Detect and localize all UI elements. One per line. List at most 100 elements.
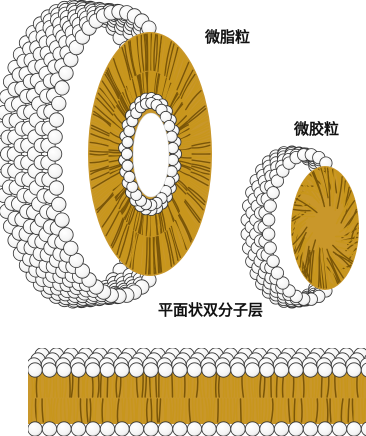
lipid-tail bbox=[113, 399, 114, 422]
lipid-tail bbox=[60, 374, 61, 397]
lipid-tail bbox=[347, 374, 348, 397]
lipid-head bbox=[129, 363, 143, 377]
lipid-tail bbox=[327, 399, 328, 422]
lipid-head bbox=[216, 422, 230, 436]
lipid-tail bbox=[275, 399, 276, 422]
lipid-head bbox=[124, 171, 135, 182]
lipid-head bbox=[71, 363, 85, 377]
micelle-diagram bbox=[241, 146, 359, 308]
lipid-tail bbox=[82, 374, 83, 397]
micelle-tail-core bbox=[291, 166, 359, 290]
lipid-tail bbox=[277, 374, 278, 397]
bilayer-tails bbox=[28, 372, 366, 424]
lipid-tail bbox=[362, 399, 363, 422]
lipid-head bbox=[158, 422, 172, 436]
lipid-head bbox=[71, 422, 85, 436]
lipid-head bbox=[173, 363, 187, 377]
lipid-tail bbox=[218, 399, 219, 422]
lipid-head bbox=[49, 113, 63, 127]
lipid-head bbox=[42, 363, 56, 377]
lipid-head bbox=[303, 422, 317, 436]
lipid-head bbox=[49, 181, 63, 195]
lipid-tail bbox=[315, 374, 316, 397]
lipid-head bbox=[55, 81, 69, 95]
lipid-tail bbox=[151, 399, 152, 422]
lipid-tail bbox=[241, 399, 242, 422]
lipid-tail bbox=[262, 399, 263, 422]
lipid-head bbox=[52, 197, 66, 211]
lipid-head bbox=[260, 363, 274, 377]
lipid-head bbox=[245, 363, 259, 377]
lipid-head bbox=[263, 214, 275, 226]
lipid-head bbox=[264, 242, 276, 254]
lipid-head bbox=[55, 213, 69, 227]
lipid-head bbox=[100, 363, 114, 377]
lipid-head bbox=[122, 137, 133, 148]
lipid-head bbox=[144, 363, 158, 377]
lipid-tail bbox=[293, 374, 294, 397]
lipid-tail bbox=[133, 374, 134, 397]
lipid-head bbox=[264, 200, 276, 212]
lipid-head bbox=[347, 363, 361, 377]
lipid-tail bbox=[156, 374, 157, 397]
lipid-head bbox=[57, 363, 71, 377]
lipid-head bbox=[121, 148, 132, 159]
lipid-head bbox=[100, 422, 114, 436]
lipid-tail bbox=[294, 399, 295, 422]
lipid-head bbox=[347, 422, 361, 436]
lipid-tail bbox=[311, 399, 312, 422]
lipid-head bbox=[52, 96, 66, 110]
lipid-head bbox=[318, 422, 332, 436]
lipid-tail bbox=[250, 399, 251, 422]
lipid-tail bbox=[135, 399, 136, 422]
lipid-tail bbox=[191, 374, 192, 397]
lipid-head bbox=[260, 422, 274, 436]
lipid-tail bbox=[141, 399, 142, 422]
lipid-head bbox=[231, 363, 245, 377]
lipid-tail bbox=[224, 399, 225, 422]
lipid-head bbox=[158, 363, 172, 377]
lipid-head bbox=[122, 160, 133, 171]
lipid-tail bbox=[233, 374, 234, 397]
lipid-tail bbox=[122, 399, 123, 422]
lipid-head bbox=[115, 363, 129, 377]
micelle-label: 微胶粒 bbox=[294, 122, 339, 137]
lipid-tail bbox=[340, 399, 341, 422]
lipid-tail bbox=[323, 399, 324, 422]
liposome-label: 微脂粒 bbox=[205, 30, 250, 45]
planar-bilayer-label: 平面状双分子层 bbox=[158, 303, 263, 318]
lipid-head bbox=[263, 228, 275, 240]
lipid-tail bbox=[236, 399, 237, 422]
lipid-tail bbox=[95, 374, 96, 397]
lipid-tail bbox=[216, 374, 217, 397]
lipid-tail bbox=[168, 374, 169, 397]
lipid-head bbox=[274, 363, 288, 377]
lipid-head bbox=[267, 187, 279, 199]
lipid-tail bbox=[321, 374, 322, 397]
lipid-head bbox=[59, 228, 73, 242]
lipid-head bbox=[318, 363, 332, 377]
lipid-head bbox=[245, 422, 259, 436]
lipid-tail bbox=[90, 399, 91, 422]
lipid-tail bbox=[109, 154, 123, 155]
planar-bilayer-diagram bbox=[27, 348, 366, 436]
lipid-head bbox=[173, 422, 187, 436]
lipid-tail bbox=[128, 399, 129, 422]
lipid-head bbox=[28, 422, 42, 436]
lipid-head bbox=[127, 181, 138, 192]
lipid-head bbox=[202, 422, 216, 436]
lipid-head bbox=[47, 147, 61, 161]
lipid-head bbox=[64, 241, 78, 255]
bilayer-top-heads bbox=[28, 363, 366, 377]
lipid-head bbox=[332, 363, 346, 377]
lipid-tail bbox=[154, 399, 155, 422]
lipid-head bbox=[332, 422, 346, 436]
lipid-head bbox=[216, 363, 230, 377]
lipid-tail bbox=[314, 399, 315, 422]
lipid-head bbox=[115, 422, 129, 436]
lipid-tail bbox=[110, 374, 111, 397]
lipid-head bbox=[289, 363, 303, 377]
lipid-head bbox=[187, 363, 201, 377]
lipid-tail bbox=[93, 399, 94, 422]
